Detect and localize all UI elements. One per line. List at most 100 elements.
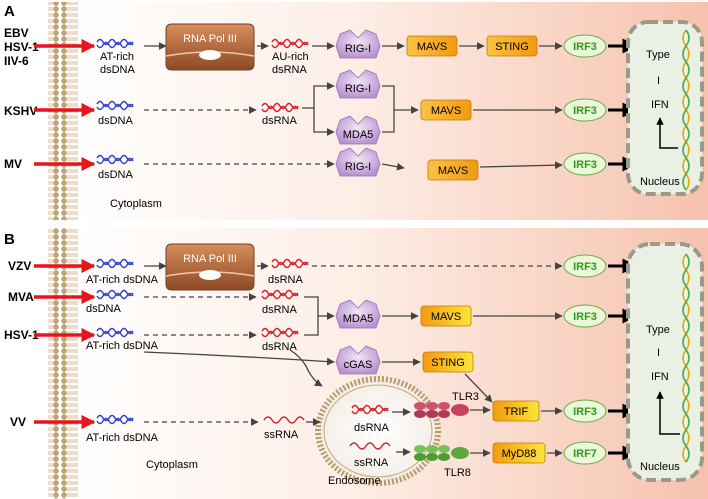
dna-strand xyxy=(96,414,134,422)
sensor-label: MDA5 xyxy=(343,313,374,325)
irf3-node xyxy=(563,304,607,328)
rna-strand xyxy=(263,416,305,424)
mda5-sensor: MDA5 xyxy=(335,115,381,145)
tlr8-receptor xyxy=(414,445,469,461)
ifn-induction-arrow xyxy=(656,391,680,435)
sting-label: STING xyxy=(431,357,465,369)
node-label: dsDNA xyxy=(98,169,134,181)
pathway-branch xyxy=(302,82,335,109)
panel-a-letter: A xyxy=(4,3,15,20)
dna-strand xyxy=(96,292,134,300)
rna-strand xyxy=(261,289,299,297)
tlr3-receptor xyxy=(414,402,469,418)
mda5-sensor: MDA5 xyxy=(335,299,381,329)
dna-strand xyxy=(96,103,134,111)
mavs-label: MAVS xyxy=(431,311,461,323)
node-label: dsRNA xyxy=(272,64,308,76)
endosome xyxy=(315,376,441,486)
type-ifn-label: Type xyxy=(646,324,670,336)
dna-strand xyxy=(96,157,134,165)
panel-b-letter: B xyxy=(4,231,15,248)
type-ifn-label: I xyxy=(657,75,660,87)
rna-strand xyxy=(271,41,309,49)
irf3-node xyxy=(563,399,607,423)
irf3-label: IRF3 xyxy=(573,41,597,53)
node-label: dsRNA xyxy=(262,115,298,127)
dna-helix-icon xyxy=(682,253,690,463)
pathway-branch xyxy=(313,108,335,136)
mavs-label: MAVS xyxy=(438,165,468,177)
virus-label: HSV-1 xyxy=(4,328,39,342)
panel-a: A EBV HSV-1 IIV-6 KSHV MV AT-rich dsDNA … xyxy=(4,2,708,220)
node-label: dsRNA xyxy=(262,304,298,316)
irf3-label: IRF3 xyxy=(573,159,597,171)
nucleus-b xyxy=(626,242,704,482)
dna-strand xyxy=(96,327,134,335)
rna-strand xyxy=(261,330,299,338)
sting-label: STING xyxy=(495,41,529,53)
node-label: dsDNA xyxy=(98,115,134,127)
node-label: dsDNA xyxy=(100,64,136,76)
rig-i-sensor: RIG-I xyxy=(335,29,381,59)
dna-strand xyxy=(96,38,134,46)
irf3-node xyxy=(563,152,607,176)
irf3-label: IRF3 xyxy=(573,311,597,323)
trif-box xyxy=(492,400,540,422)
rna-strand xyxy=(261,105,299,113)
virus-label: MV xyxy=(4,157,22,171)
rna-strand xyxy=(271,261,309,269)
rna-strand xyxy=(261,292,299,300)
irf3-label: IRF3 xyxy=(573,406,597,418)
node-label: AT-rich dsDNA xyxy=(86,432,159,444)
mavs-box xyxy=(427,159,479,181)
irf7-node xyxy=(563,441,607,465)
cytoplasm-label: Cytoplasm xyxy=(110,198,162,210)
pathway-arrow xyxy=(464,373,493,403)
sensor-label: MDA5 xyxy=(343,129,374,141)
sting-box xyxy=(422,351,474,373)
rna-strand xyxy=(349,442,391,450)
myd88-label: MyD88 xyxy=(502,448,537,460)
rna-strand xyxy=(351,407,389,415)
node-label: AT-rich dsDNA xyxy=(86,274,159,286)
node-label: dsDNA xyxy=(86,303,122,315)
endosome-label: Endosome xyxy=(328,475,381,487)
type-ifn-label: I xyxy=(657,347,660,359)
rna-strand xyxy=(261,327,299,335)
node-label: AU-rich xyxy=(272,51,309,63)
dna-strand xyxy=(96,100,134,108)
rna-pol-iii: RNA Pol III xyxy=(165,23,255,71)
virus-label: EBV xyxy=(4,26,29,40)
node-label: ssRNA xyxy=(264,429,299,441)
dna-strand xyxy=(96,154,134,162)
receptor-label: TLR3 xyxy=(452,391,479,403)
pathway-arrow xyxy=(289,349,323,387)
type-ifn-label: Type xyxy=(646,49,670,61)
dna-strand xyxy=(96,289,134,297)
pathway-arrow xyxy=(381,162,405,171)
nucleus-label: Nucleus xyxy=(640,461,680,473)
rna-pol-label: RNA Pol III xyxy=(183,33,237,45)
dna-strand xyxy=(96,41,134,49)
node-label: dsRNA xyxy=(268,274,304,286)
virus-label: IIV-6 xyxy=(4,54,29,68)
node-label: ssRNA xyxy=(354,457,389,469)
rna-strand xyxy=(261,102,299,110)
dna-strand xyxy=(96,258,134,266)
mavs-label: MAVS xyxy=(431,105,461,117)
node-label: dsRNA xyxy=(354,422,390,434)
irf3-label: IRF3 xyxy=(573,105,597,117)
pathway-arrow xyxy=(479,161,563,170)
irf3-label: IRF3 xyxy=(573,261,597,273)
plasma-membrane-b xyxy=(48,228,78,499)
virus-label: VZV xyxy=(8,259,31,273)
node-label: AT-rich dsDNA xyxy=(86,340,159,352)
sting-box xyxy=(486,35,538,57)
rna-strand xyxy=(351,404,389,412)
irf3-node xyxy=(563,254,607,278)
trif-label: TRIF xyxy=(504,406,529,418)
rig-i-sensor: RIG-I xyxy=(335,147,381,177)
sensor-label: cGAS xyxy=(344,359,373,371)
